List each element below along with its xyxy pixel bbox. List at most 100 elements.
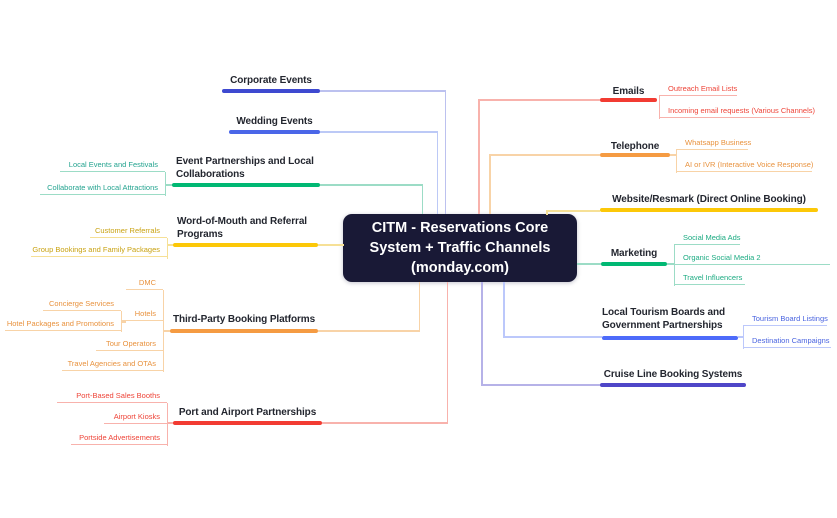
child-topic-label: Hotels <box>134 308 156 318</box>
branch-third-party-booking-child-4[interactable]: Tour Operators <box>96 338 163 351</box>
branch-cruise-line[interactable]: Cruise Line Booking Systems <box>600 369 746 382</box>
child-topic-label: Portside Advertisements <box>79 432 160 442</box>
child-topic-label: Airport Kiosks <box>113 411 160 421</box>
branch-emails-connector <box>478 99 600 101</box>
branch-marketing-child-1[interactable]: Organic Social Media 2 <box>674 252 830 265</box>
branch-third-party-booking-connector <box>418 282 420 331</box>
branch-port-airport-connector <box>446 282 448 423</box>
branch-wedding-events-label-line: Wedding Events <box>236 116 313 127</box>
child-topic-label: Organic Social Media 2 <box>683 252 761 262</box>
child-topic-label: Local Events and Festivals <box>68 159 158 169</box>
branch-cruise-line-connector <box>481 282 483 385</box>
branch-marketing-connector <box>667 263 674 265</box>
child-topic-label: Destination Campaigns <box>752 335 830 345</box>
branch-local-tourism-boards-label-line: Local Tourism Boards and <box>602 307 725 318</box>
branch-third-party-booking-child-5[interactable]: Travel Agencies and OTAs <box>62 358 163 371</box>
branch-port-airport-label-line: Port and Airport Partnerships <box>178 407 317 418</box>
branch-marketing-label-line: Marketing <box>610 248 658 259</box>
branch-event-partnerships-child-0[interactable]: Local Events and Festivals <box>60 159 165 172</box>
branch-marketing[interactable]: Marketing <box>601 248 667 261</box>
branch-telephone[interactable]: Telephone <box>600 141 670 154</box>
child-topic-label: Social Media Ads <box>683 232 741 242</box>
child-topic-label: Customer Referrals <box>94 225 160 235</box>
branch-word-of-mouth-connector <box>318 244 344 246</box>
central-topic-line: System + Traffic Channels <box>369 240 551 256</box>
child-topic-label: Tourism Board Listings <box>752 313 828 323</box>
branch-event-partnerships-connector <box>320 184 423 186</box>
branch-port-airport[interactable]: Port and Airport Partnerships <box>173 407 322 420</box>
branch-event-partnerships-underline <box>172 183 320 187</box>
branch-telephone-connector <box>489 154 491 214</box>
branch-event-partnerships-label-line: Event Partnerships and Local <box>176 156 314 167</box>
child-topic-label: Group Bookings and Family Packages <box>32 244 160 254</box>
child-topic-label: Port-Based Sales Booths <box>76 390 160 400</box>
branch-corporate-events-connector <box>444 90 446 214</box>
branch-website-resmark-label-line: Website/Resmark (Direct Online Booking) <box>612 194 806 205</box>
central-topic-line: (monday.com) <box>410 260 510 276</box>
branch-emails-underline <box>600 98 657 102</box>
branch-third-party-booking-child-1[interactable]: Concierge Services <box>43 298 121 311</box>
central-topic-line: CITM - Reservations Core <box>371 220 549 236</box>
branch-emails-child-1[interactable]: Incoming email requests (Various Channel… <box>659 105 815 118</box>
branch-website-resmark[interactable]: Website/Resmark (Direct Online Booking) <box>600 194 818 207</box>
branch-cruise-line-connector <box>481 384 601 386</box>
child-topic-label: AI or IVR (Interactive Voice Response) <box>685 159 814 169</box>
branch-emails-label-line: Emails <box>612 86 645 97</box>
branch-marketing-connector <box>577 263 601 265</box>
branch-marketing-child-2[interactable]: Travel Influencers <box>674 272 745 285</box>
branch-port-airport-child-2[interactable]: Portside Advertisements <box>71 432 167 445</box>
branch-cruise-line-label-line: Cruise Line Booking Systems <box>603 369 743 380</box>
branch-third-party-booking-child-2[interactable]: Hotels <box>121 308 163 321</box>
branch-third-party-booking-connector <box>318 330 420 332</box>
branch-port-airport-child-0[interactable]: Port-Based Sales Booths <box>57 390 167 403</box>
child-topic-label: Incoming email requests (Various Channel… <box>668 105 816 115</box>
branch-port-airport-underline <box>173 421 322 425</box>
branch-telephone-connector <box>670 154 676 156</box>
branch-event-partnerships-child-1[interactable]: Collaborate with Local Attractions <box>40 182 165 195</box>
branch-event-partnerships-connector <box>421 184 423 214</box>
child-topic-label: Travel Influencers <box>683 272 743 282</box>
branch-wedding-events[interactable]: Wedding Events <box>229 116 320 129</box>
branch-third-party-booking-underline <box>170 329 318 333</box>
branch-third-party-booking-child-0[interactable]: DMC <box>126 277 163 290</box>
branch-wedding-events-connector <box>436 131 438 214</box>
branch-website-resmark-connector <box>546 210 600 212</box>
branch-word-of-mouth-label-line: Word-of-Mouth and Referral <box>177 216 307 227</box>
branch-marketing-underline <box>601 262 667 266</box>
branch-third-party-booking[interactable]: Third-Party Booking Platforms <box>170 314 318 327</box>
child-topic-label: Whatsapp Business <box>685 137 752 147</box>
branch-word-of-mouth-label-line: Programs <box>177 228 223 240</box>
branch-marketing-child-0[interactable]: Social Media Ads <box>674 232 741 245</box>
child-topic-label: Tour Operators <box>105 338 156 348</box>
branch-emails[interactable]: Emails <box>600 86 657 99</box>
branch-local-tourism-boards-child-0[interactable]: Tourism Board Listings <box>743 313 828 326</box>
branch-local-tourism-boards-underline <box>602 336 738 340</box>
branch-third-party-booking-connector <box>120 321 126 323</box>
branch-wedding-events-underline <box>229 130 320 134</box>
branch-telephone-connector <box>489 154 600 156</box>
branch-word-of-mouth-child-0[interactable]: Customer Referrals <box>90 225 167 238</box>
child-topic-label: Hotel Packages and Promotions <box>6 318 114 328</box>
branch-third-party-booking-child-3[interactable]: Hotel Packages and Promotions <box>5 318 121 331</box>
branch-telephone-underline <box>600 153 670 157</box>
branch-telephone-label-line: Telephone <box>610 141 660 152</box>
child-topic-label: Outreach Email Lists <box>668 83 738 93</box>
branch-local-tourism-boards-child-1[interactable]: Destination Campaigns <box>743 335 831 348</box>
child-topic-label: Travel Agencies and OTAs <box>67 358 156 368</box>
branch-cruise-line-underline <box>600 383 746 387</box>
branch-word-of-mouth-child-1[interactable]: Group Bookings and Family Packages <box>31 244 167 257</box>
branch-corporate-events[interactable]: Corporate Events <box>222 75 320 88</box>
child-topic-label: DMC <box>138 277 156 287</box>
branch-port-airport-child-1[interactable]: Airport Kiosks <box>104 411 167 424</box>
branch-word-of-mouth-underline <box>173 243 318 247</box>
branch-corporate-events-connector <box>320 90 446 92</box>
branch-telephone-child-1[interactable]: AI or IVR (Interactive Voice Response) <box>676 159 814 172</box>
branch-emails-child-0[interactable]: Outreach Email Lists <box>659 83 737 96</box>
branch-telephone-child-0[interactable]: Whatsapp Business <box>676 137 752 150</box>
child-topic-label: Concierge Services <box>48 298 114 308</box>
